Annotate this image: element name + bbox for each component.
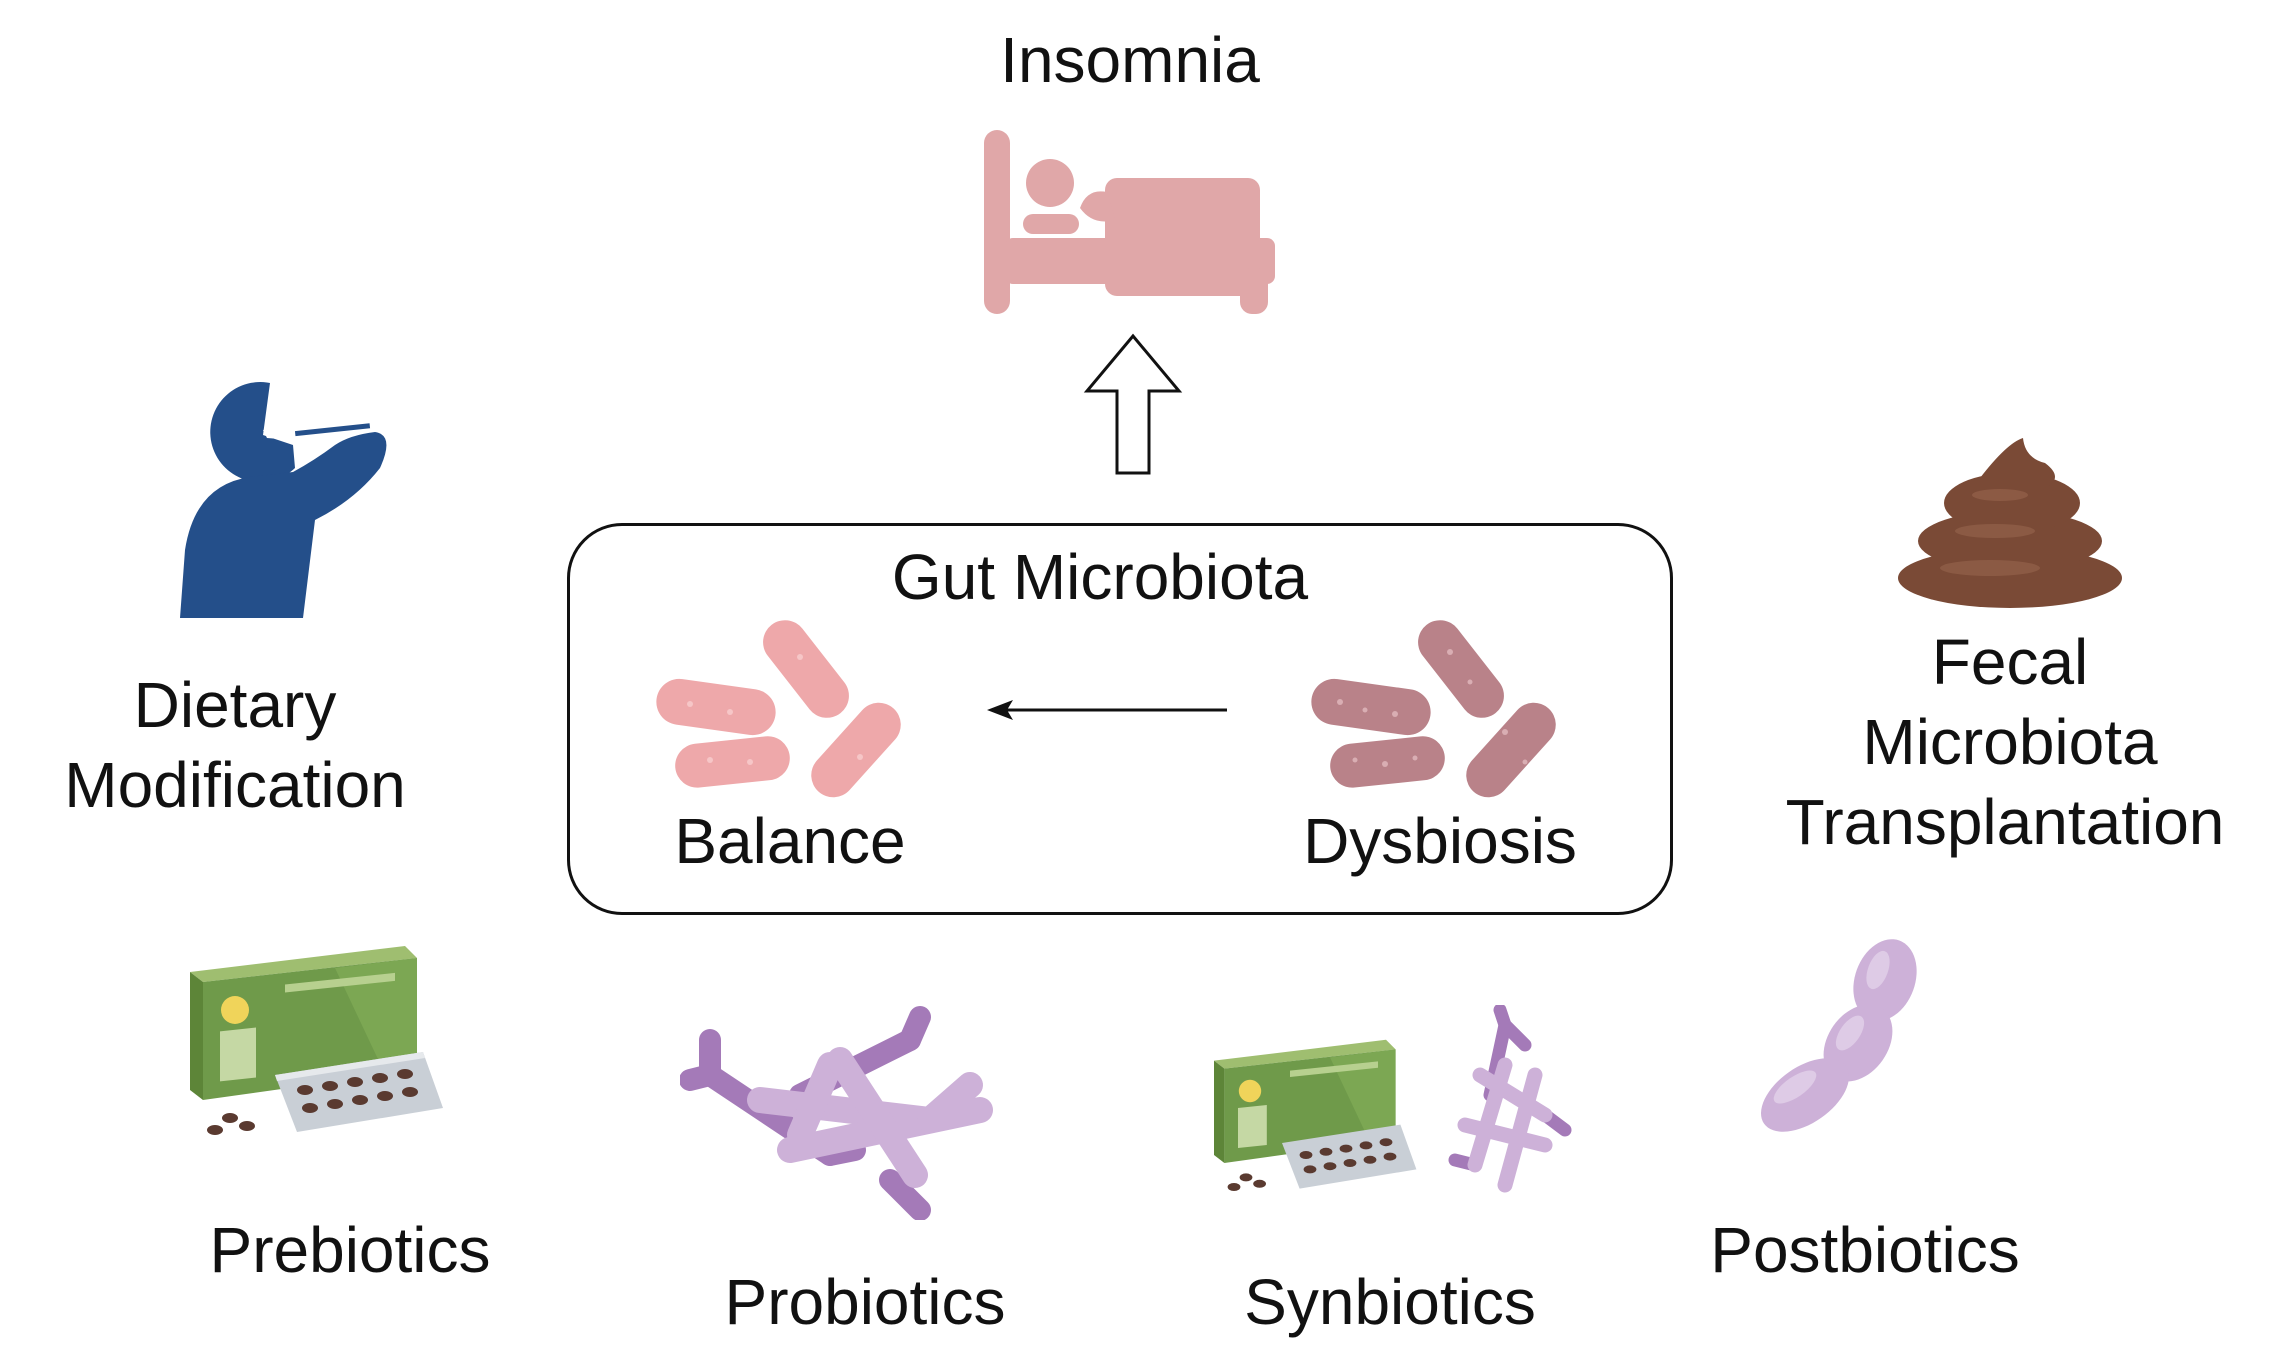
stool-icon <box>1898 438 2122 608</box>
dysbiosis-label: Dysbiosis <box>1303 805 1577 877</box>
dysbiotic-bacteria-icon <box>1311 620 1556 798</box>
probiotic-bacteria-icon <box>680 1006 993 1220</box>
synbiotic-icon <box>1214 1005 1572 1193</box>
gut-microbiota-box <box>567 523 1673 915</box>
insomnia-label: Insomnia <box>1000 24 1260 96</box>
fmt-line2: Microbiota <box>1862 706 2158 778</box>
fmt-line3: Transplantation <box>1785 786 2225 858</box>
bed-sleeping-icon <box>984 130 1275 314</box>
synbiotics-label: Synbiotics <box>1244 1266 1536 1338</box>
balanced-bacteria-icon <box>656 620 901 798</box>
balance-label: Balance <box>674 805 906 877</box>
postbiotics-label: Postbiotics <box>1710 1214 2020 1286</box>
person-eating-icon <box>180 382 387 618</box>
fmt-line1: Fecal <box>1931 626 2089 698</box>
prebiotic-pack-icon <box>190 946 443 1135</box>
dietary-modification-line1: Dietary <box>133 669 337 741</box>
postbiotic-icon <box>1761 939 1917 1132</box>
prebiotics-label: Prebiotics <box>209 1214 491 1286</box>
probiotics-label: Probiotics <box>724 1266 1006 1338</box>
gut-microbiota-title: Gut Microbiota <box>891 541 1309 613</box>
left-arrow-icon <box>987 700 1227 720</box>
up-arrow-icon <box>1083 333 1183 475</box>
dietary-modification-line2: Modification <box>64 749 406 821</box>
